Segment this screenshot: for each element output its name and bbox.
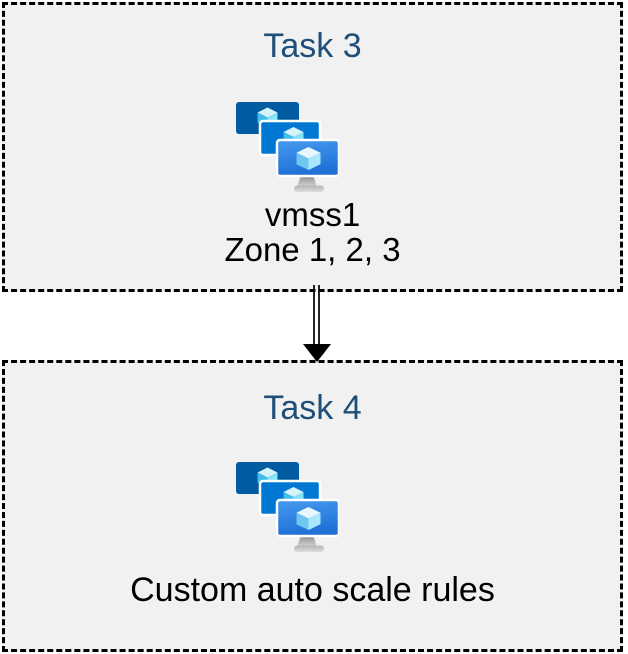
vmss-name-label: vmss1: [264, 196, 361, 233]
vm-scale-set-icon: [235, 459, 339, 553]
task4-box: Task 4 Custom auto scale rules: [2, 360, 623, 652]
task3-labels: vmss1 Zone 1, 2, 3: [5, 197, 620, 267]
task3-title: Task 3: [263, 27, 362, 65]
task4-title: Task 4: [263, 389, 362, 427]
task3-box: Task 3 vmss1 Zone 1, 2, 3: [2, 2, 623, 292]
autoscale-rules-label: Custom auto scale rules: [130, 571, 495, 609]
down-arrow-icon: [301, 285, 333, 363]
task4-labels: Custom auto scale rules: [5, 573, 620, 608]
vm-scale-set-icon: [235, 99, 339, 193]
zones-label: Zone 1, 2, 3: [224, 231, 401, 268]
